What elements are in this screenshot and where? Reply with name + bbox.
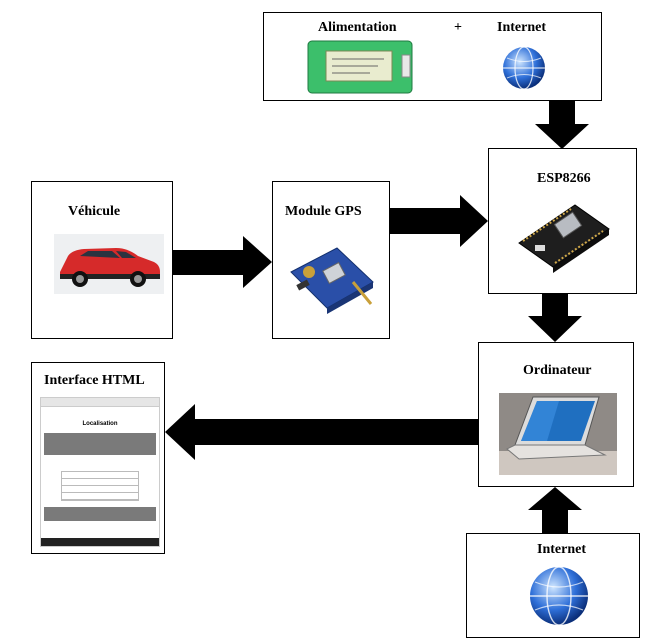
- form-table: [61, 471, 139, 501]
- globe-icon-top: [503, 46, 545, 90]
- laptop-icon: [499, 393, 617, 475]
- plus-sign: +: [454, 20, 462, 35]
- arrow-internet-to-computer: [528, 487, 582, 533]
- gps-module-icon: [290, 247, 374, 314]
- footer-banner: [44, 507, 156, 521]
- globe-icon-bottom: [530, 566, 588, 626]
- gps-box: Module GPS: [272, 181, 390, 339]
- power-internet-box: Alimentation + Internet: [263, 12, 602, 101]
- arrow-vehicle-to-gps: [173, 236, 272, 288]
- esp8266-label: ESP8266: [537, 171, 591, 186]
- internet-label-bottom: Internet: [537, 542, 586, 557]
- browser-bar: [41, 398, 159, 407]
- battery-icon: [307, 40, 413, 94]
- gps-label: Module GPS: [285, 204, 362, 219]
- header-banner: [44, 433, 156, 455]
- interface-html-label: Interface HTML: [44, 373, 145, 388]
- internet-bottom-box: Internet: [466, 533, 640, 638]
- vehicle-box: Véhicule: [31, 181, 173, 339]
- arrow-power-to-esp: [535, 101, 589, 149]
- webpage-thumbnail: Localisation: [40, 397, 160, 547]
- vehicle-label: Véhicule: [68, 204, 121, 219]
- interface-html-box: Interface HTML Localisation: [31, 362, 165, 554]
- arrow-computer-to-interface: [165, 404, 478, 460]
- page-title: Localisation: [82, 421, 118, 427]
- car-icon: [54, 234, 164, 294]
- power-label: Alimentation: [318, 20, 397, 35]
- esp8266-board-icon: [518, 204, 610, 273]
- internet-label-top: Internet: [497, 20, 546, 35]
- taskbar: [41, 538, 159, 546]
- computer-label: Ordinateur: [523, 363, 592, 378]
- arrow-gps-to-esp: [390, 195, 488, 247]
- arrow-esp-to-computer: [528, 294, 582, 342]
- esp8266-box: ESP8266: [488, 148, 637, 294]
- computer-box: Ordinateur: [478, 342, 634, 487]
